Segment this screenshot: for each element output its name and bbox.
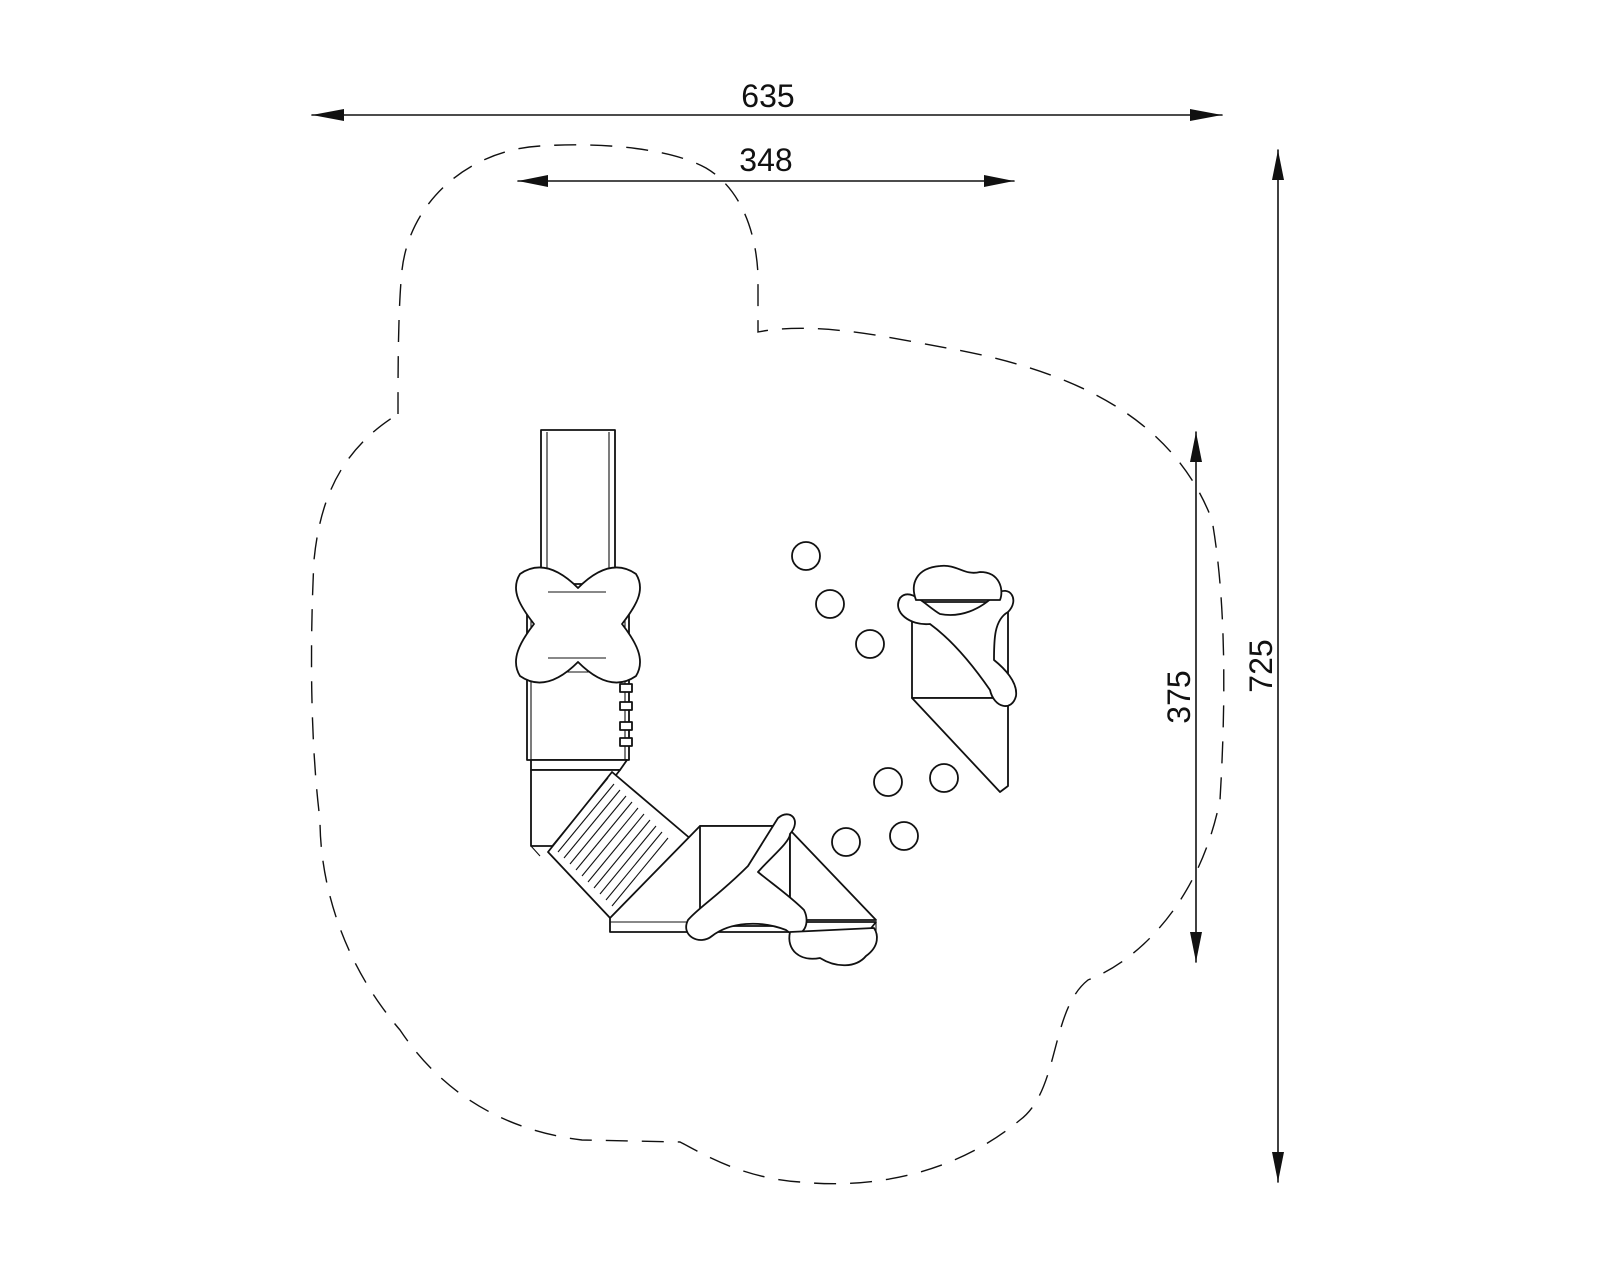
bridge-slats [551,777,669,907]
dimension-inner-width: 348 [517,142,1015,187]
roof-cross-bottom [685,813,808,941]
stepping-stones [791,541,959,857]
roof-cross-left-inner [548,591,606,659]
stepping-stone [831,827,861,857]
roof-cross-right [897,590,1017,707]
dimension-label-overall-height: 725 [1243,639,1279,692]
dimension-overall-height: 725 [1243,149,1284,1183]
slide [540,429,616,591]
stepping-stone [815,589,845,619]
dimension-label-inner-width: 348 [739,142,792,178]
roof-cross-left [515,566,641,684]
deck-blob-right [912,564,1003,601]
stepping-stone [873,767,903,797]
stepping-stone [929,763,959,793]
dimension-label-overall-width: 635 [741,78,794,114]
dimension-label-inner-height: 375 [1161,670,1197,723]
dimension-overall-width: 635 [311,78,1223,121]
stepping-stone [855,629,885,659]
dimension-inner-height: 375 [1161,431,1202,963]
stepping-stone [889,821,919,851]
deck-blob-bottom [788,927,878,967]
safety-zone-outline [310,144,1225,1185]
stepping-stone [791,541,821,571]
